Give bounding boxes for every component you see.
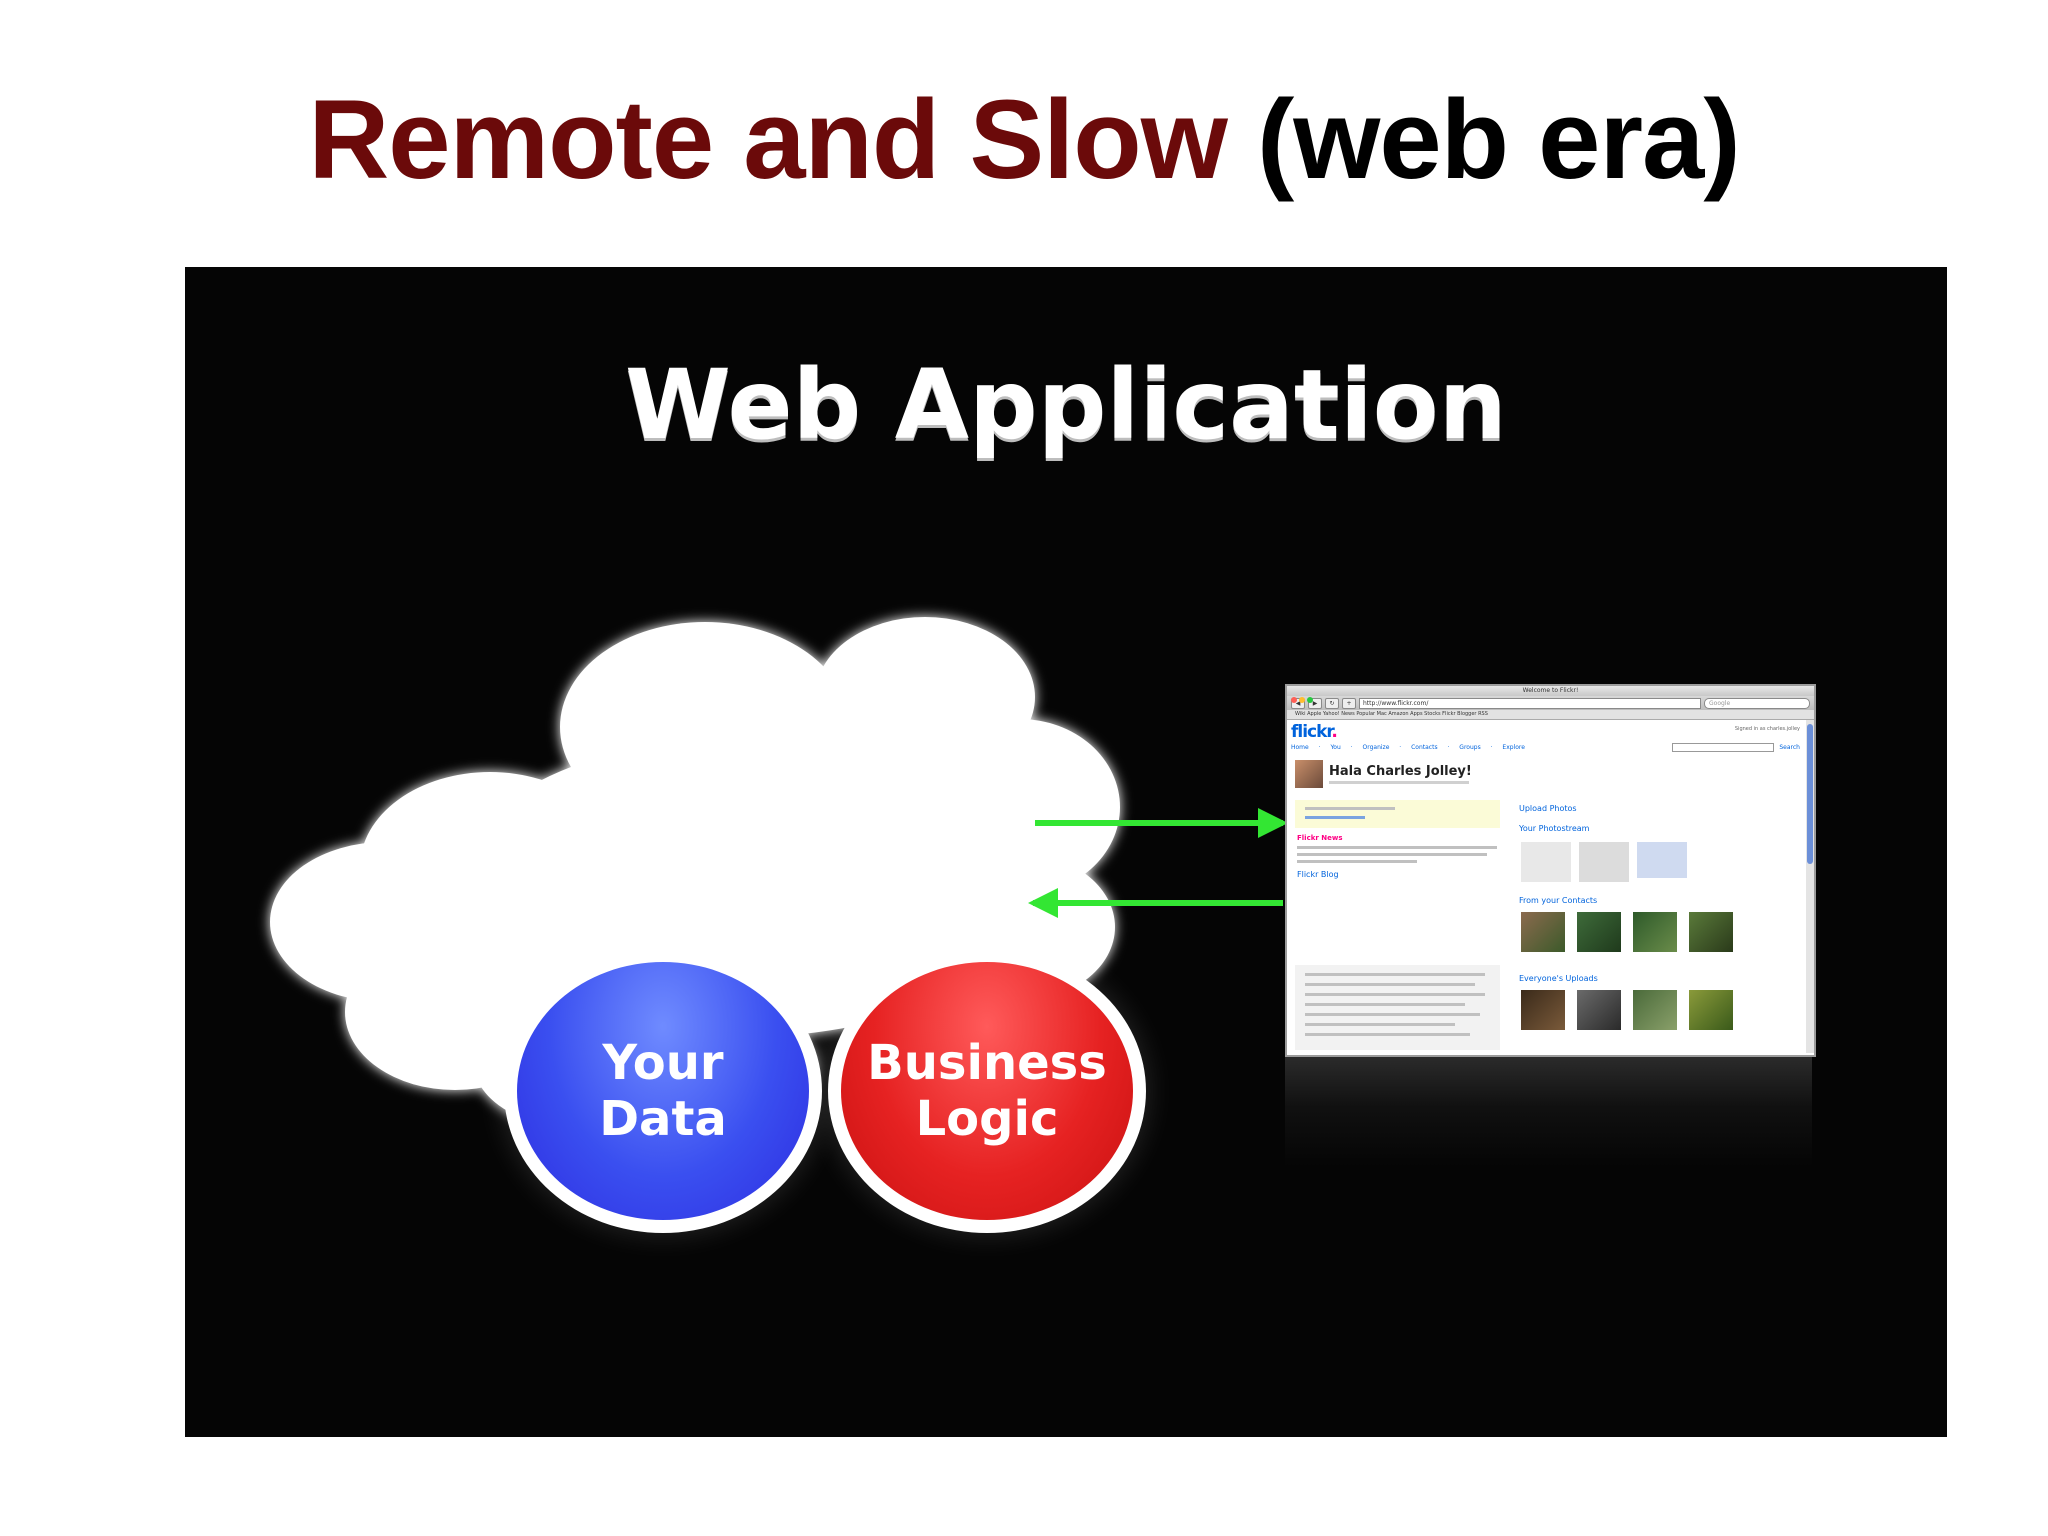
upload-photo [1689,990,1733,1030]
photostream-thumb [1579,842,1629,882]
add-bookmark-icon: + [1342,697,1356,709]
promo-line [1305,973,1485,976]
news-line [1297,846,1497,849]
notice-box [1295,800,1500,828]
promo-line [1305,1023,1455,1026]
notice-line [1305,807,1395,810]
close-dot-icon [1291,697,1297,703]
slide-title: Remote and Slow (web era) [0,70,2048,210]
minimize-dot-icon [1299,697,1305,703]
promo-line [1305,983,1475,986]
flickr-page: flickr. Signed in as charles.jolley Home… [1287,720,1814,1053]
browser-screenshot: Welcome to Flickr! ◀ ▶ ↻ + http://www.fl… [1285,684,1816,1057]
forward-arrow-icon: ▶ [1308,697,1322,709]
contact-photo [1689,912,1733,952]
browser-url-field: http://www.flickr.com/ [1359,697,1701,709]
news-line [1297,860,1417,863]
browser-search-field: Google [1704,697,1810,709]
flickr-search-input [1672,743,1774,752]
photostream-thumb [1521,842,1571,882]
flickr-nav: Home · You · Organize · Contacts · Group… [1291,744,1525,751]
news-line [1297,853,1487,856]
promo-line [1305,1013,1480,1016]
slide-title-main: Remote and Slow [308,77,1227,202]
promo-line [1305,1033,1470,1036]
flickr-news-title: Flickr News [1297,834,1343,842]
notice-link-line [1305,816,1365,819]
flickr-blog-link: Flickr Blog [1297,870,1339,879]
flickr-logo: flickr. [1291,722,1338,742]
upload-photo [1521,990,1565,1030]
contact-photo [1577,912,1621,952]
greeting-heading: Hala Charles Jolley! [1329,764,1472,779]
promo-line [1305,993,1485,996]
photostream-thumb [1637,842,1687,878]
upload-photo [1577,990,1621,1030]
browser-titlebar: Welcome to Flickr! [1287,686,1814,703]
upload-photo [1633,990,1677,1030]
signed-in-text: Signed in as charles.jolley [1734,726,1800,732]
browser-reflection [1285,1057,1812,1167]
your-data-line1: Your [602,1035,724,1091]
contacts-link: From your Contacts [1519,896,1598,905]
user-avatar [1295,760,1323,788]
greeting-subtext [1329,781,1469,784]
business-logic-line2: Logic [915,1091,1059,1147]
business-logic-line1: Business [867,1035,1107,1091]
diagram-stage: Web Application Your Dat [185,267,1947,1437]
browser-window-title: Welcome to Flickr! [1522,687,1579,694]
diagram-heading: Web Application [624,349,1508,461]
business-logic-bubble: Business Logic [828,949,1146,1233]
scrollbar-knob [1807,724,1813,864]
upload-photos-link: Upload Photos [1519,804,1577,813]
your-data-bubble: Your Data [504,949,822,1233]
back-arrow-icon: ◀ [1291,697,1305,709]
contact-photo [1633,912,1677,952]
promo-box [1295,965,1500,1050]
zoom-dot-icon [1307,697,1313,703]
browser-toolbar: ◀ ▶ ↻ + http://www.flickr.com/ Google [1287,696,1814,710]
everyones-uploads-link: Everyone's Uploads [1519,974,1598,983]
reload-icon: ↻ [1325,697,1339,709]
photostream-link: Your Photostream [1519,824,1590,833]
promo-line [1305,1003,1465,1006]
browser-scrollbar [1806,720,1814,1053]
flickr-logo-text: flickr [1291,722,1332,742]
flickr-search-label: Search [1779,744,1800,751]
flickr-logo-dot: . [1331,722,1338,742]
slide-title-sub: (web era) [1256,77,1741,202]
window-controls [1291,688,1315,707]
contact-photo [1521,912,1565,952]
your-data-line2: Data [599,1091,727,1147]
bookmarks-bar: Wiki Apple Yahoo! News Popular Mac Amazo… [1287,710,1814,720]
